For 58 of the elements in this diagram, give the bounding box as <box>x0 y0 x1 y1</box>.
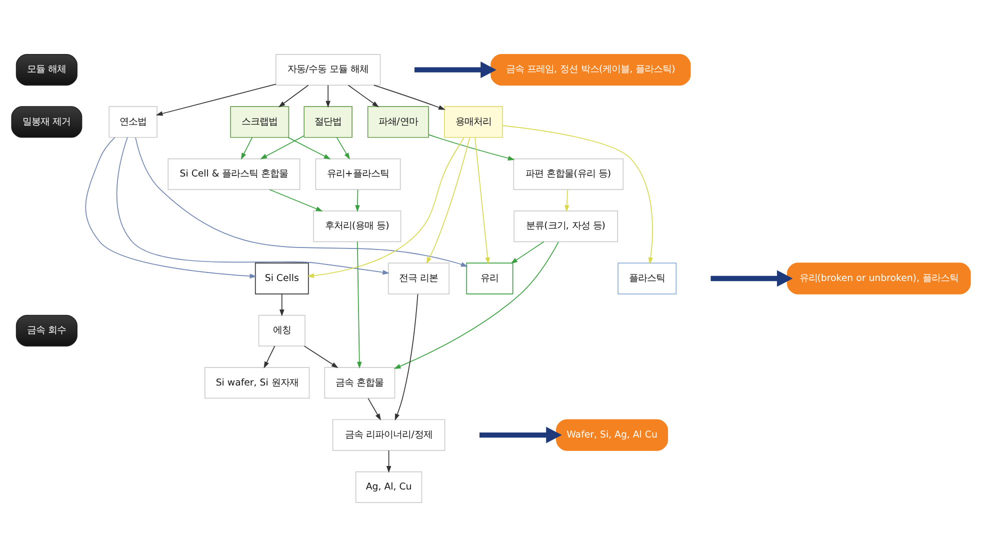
arrow <box>336 137 350 160</box>
arrow <box>502 125 653 264</box>
arrow <box>116 136 390 275</box>
node-box: 밀봉재 제거 <box>11 106 82 138</box>
arrow <box>85 137 257 278</box>
arrow <box>348 84 380 108</box>
node-box: 자동/수동 모듈 해체 <box>275 54 381 86</box>
node-box: 금속 리파이너리/정제 <box>332 419 446 451</box>
arrow <box>394 294 418 421</box>
arrow <box>368 398 381 421</box>
arrow <box>304 346 338 368</box>
arrow <box>710 270 793 287</box>
arrow <box>326 84 330 108</box>
node-box: 모듈 해체 <box>16 54 78 86</box>
arrow <box>307 137 464 278</box>
node-box: 금속 프레임, 정션 박스(케이블, 플라스틱) <box>490 54 691 86</box>
arrow <box>288 137 331 160</box>
node-box: Si Cell & 플라스틱 혼합물 <box>168 158 300 190</box>
node-box: Si Cells <box>254 262 309 294</box>
arrow <box>356 241 362 369</box>
arrow <box>279 294 284 316</box>
node-box: 후처리(용매 등) <box>313 210 402 242</box>
node-box: 유리(broken or unbroken), 플라스틱 <box>786 262 971 294</box>
node-box: 에칭 <box>258 314 306 346</box>
arrow <box>414 62 496 78</box>
node-box: 파쇄/연마 <box>367 106 429 138</box>
node-box: 전극 리본 <box>388 262 450 294</box>
arrow <box>426 137 470 264</box>
arrow <box>374 84 446 110</box>
arrow <box>428 134 515 160</box>
arrow <box>278 84 309 108</box>
node-box: 유리 <box>466 262 514 294</box>
arrow <box>264 346 276 368</box>
arrow <box>474 136 490 264</box>
node-box: 금속 회수 <box>16 314 78 346</box>
arrow <box>394 242 559 369</box>
arrow <box>355 189 360 212</box>
arrow <box>479 426 562 444</box>
arrow <box>269 189 323 212</box>
node-box: Ag, Al, Cu <box>355 471 422 503</box>
node-box: 유리+플라스틱 <box>315 158 401 190</box>
arrow <box>135 137 468 267</box>
node-box: Si wafer, Si 원자재 <box>204 367 310 399</box>
arrow <box>510 241 544 264</box>
arrow <box>240 137 253 160</box>
node-box: Wafer, Si, Ag, Al Cu <box>556 419 668 451</box>
node-box: 파편 혼합물(유리 등) <box>513 158 624 190</box>
node-box: 연소법 <box>108 106 158 138</box>
node-box: 플라스틱 <box>618 262 677 294</box>
node-box: 분류(크기, 자성 등) <box>514 210 618 242</box>
node-box: 용매처리 <box>444 106 503 138</box>
node-box: 금속 혼합물 <box>324 367 396 399</box>
arrow <box>260 135 305 160</box>
node-box: 스크랩법 <box>230 106 290 138</box>
arrow <box>564 189 570 212</box>
arrow <box>156 84 276 116</box>
arrow <box>386 450 392 473</box>
node-box: 절단법 <box>304 106 352 138</box>
